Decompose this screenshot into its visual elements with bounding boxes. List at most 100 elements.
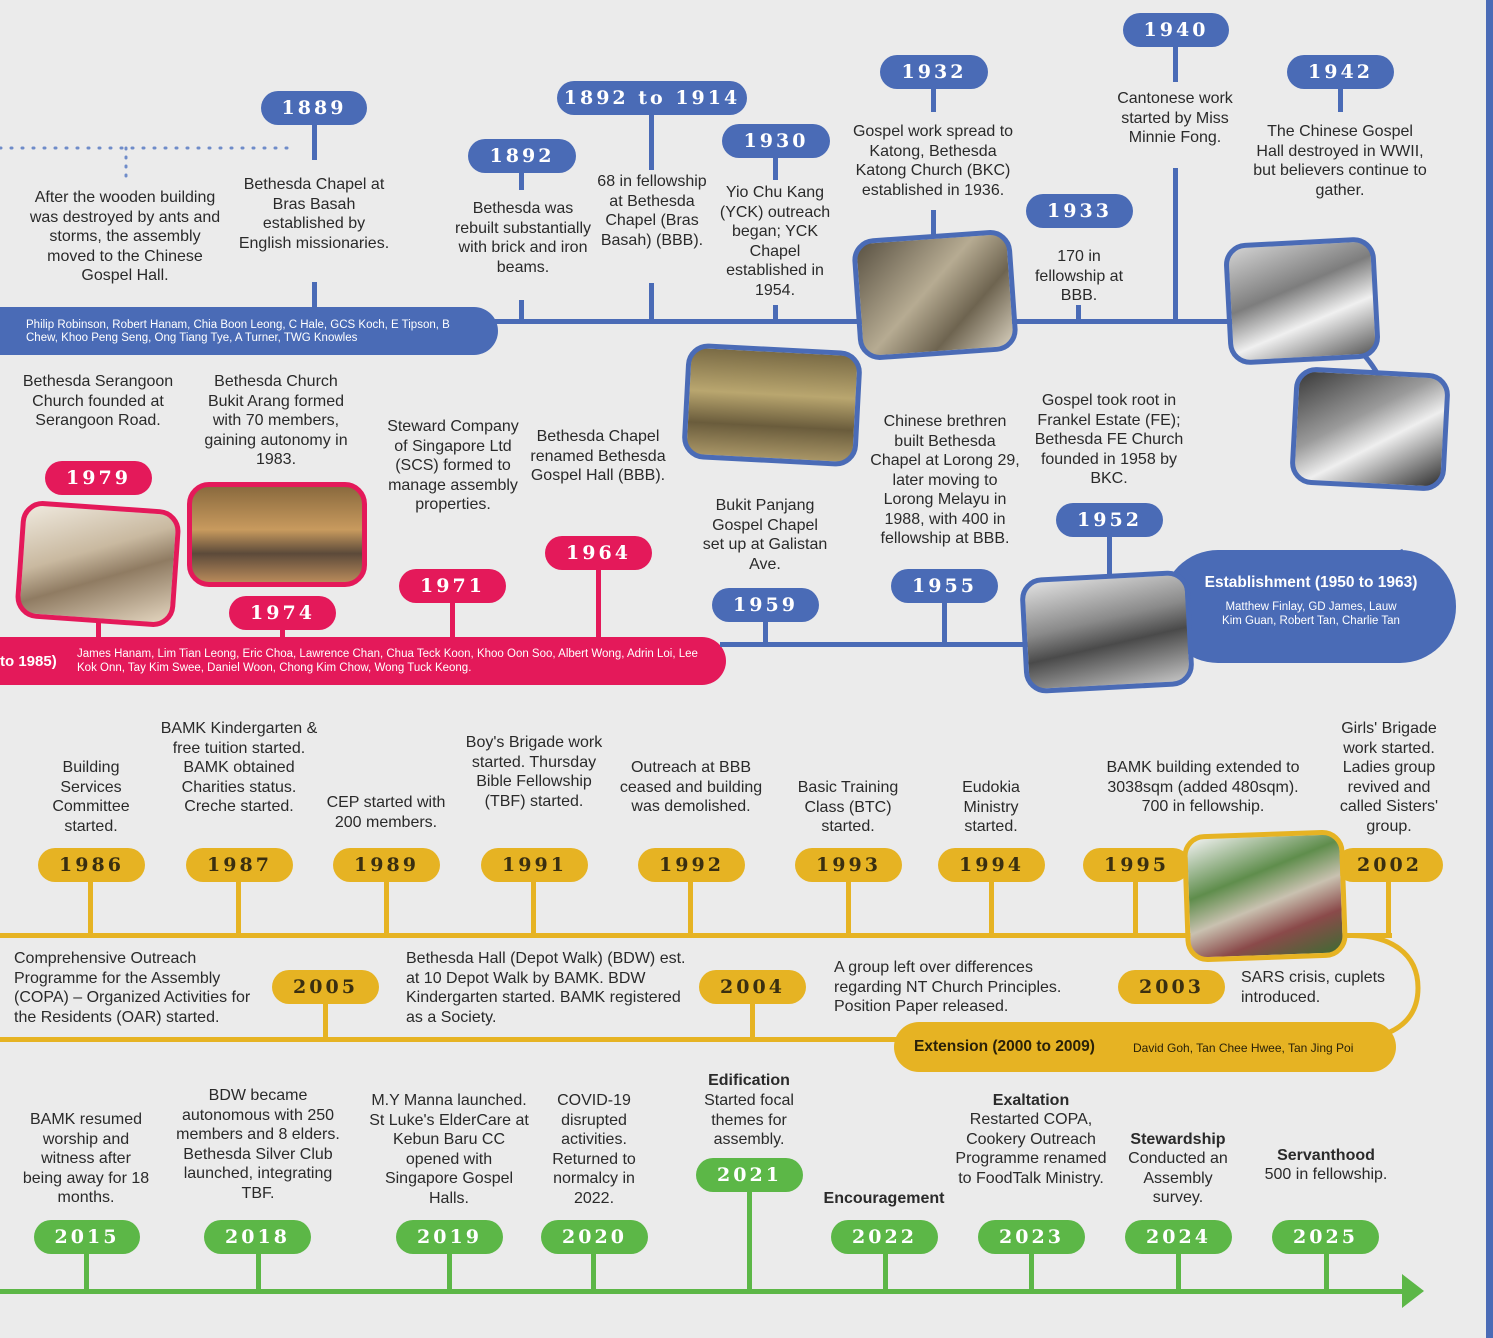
stem-1974 (280, 624, 285, 640)
year-pill-1987: 1987 (186, 848, 293, 882)
event-2003-sars: SARS crisis, cuplets introduced. (1241, 969, 1386, 1006)
stem-1986 (88, 878, 93, 936)
pink-era-band (0, 637, 726, 685)
year-pill-1889: 1889 (261, 91, 367, 125)
event-2015: BAMK resumed worship and witness after b… (22, 1111, 150, 1206)
event-2020: COVID-19 disrupted activities. Returned … (552, 1092, 636, 1207)
year-pill-2020: 2020 (541, 1220, 648, 1254)
mixed-blue-line (720, 642, 1040, 647)
event-1989: CEP started with 200 members. (326, 794, 446, 831)
year-pill-2021: 2021 (696, 1158, 803, 1192)
event-1959: Bukit Panjang Gospel Chapel set up at Ga… (702, 497, 828, 573)
event-1932: Gospel work spread to Katong, Bethesda K… (852, 123, 1014, 199)
establishment-badge (1162, 550, 1456, 663)
event-2023-heading: Exaltation (992, 1092, 1070, 1109)
photo-bukit-arang (187, 482, 367, 587)
stem-2002 (1386, 878, 1391, 936)
photo-believers-gather (1289, 365, 1451, 493)
year-pill-1971: 1971 (399, 569, 506, 603)
gold-upper-line (0, 933, 1392, 938)
year-pill-1993: 1993 (795, 848, 902, 882)
stem-1892 (519, 170, 524, 190)
stem-2018 (256, 1250, 261, 1292)
year-pill-2022: 2022 (831, 1220, 938, 1254)
stem-1942 (1338, 86, 1343, 112)
photo-serangoon-church (14, 499, 182, 629)
year-pill-2025: 2025 (1272, 1220, 1379, 1254)
year-pill-1994: 1994 (938, 848, 1045, 882)
event-2024-heading: Stewardship (1130, 1131, 1226, 1148)
event-1952: Gospel took root in Frankel Estate (FE);… (1034, 392, 1184, 487)
establishment-title: Establishment (1950 to 1963) (1204, 574, 1418, 591)
stem-1959 (763, 618, 768, 644)
event-1889: Bethesda Chapel at Bras Basah establishe… (238, 176, 390, 252)
event-1993: Basic Training Class (BTC) started. (797, 779, 899, 835)
event-1974: Bethesda Church Bukit Arang formed with … (204, 373, 348, 468)
blue-band-names: Philip Robinson, Robert Hanam, Chia Boon… (26, 319, 450, 344)
stem-1964 (596, 566, 601, 640)
event-2019: M.Y Manna launched. St Luke's ElderCare … (369, 1092, 529, 1207)
photo-katong-church (850, 228, 1020, 362)
stem-2004 (750, 1000, 755, 1040)
event-2021-heading: Edification (708, 1072, 790, 1089)
year-pill-2005: 2005 (272, 970, 379, 1004)
stem-1930b (773, 305, 778, 323)
year-pill-1955: 1955 (891, 569, 998, 603)
event-2022-heading: Encouragement (823, 1190, 945, 1207)
event-1971: Steward Company of Singapore Ltd (SCS) f… (387, 418, 519, 513)
blue-era-band (0, 307, 498, 355)
green-arrow-head (1402, 1274, 1424, 1308)
event-1992: Outreach at BBB ceased and building was … (619, 759, 763, 815)
event-2023: Restarted COPA, Cookery Outreach Program… (955, 1111, 1107, 1187)
stem-1991 (531, 878, 536, 936)
event-2021: Started focal themes for assembly. (704, 1092, 794, 1148)
stem-1979 (96, 620, 101, 640)
stem-1892-1914 (649, 112, 654, 170)
stem-1971 (450, 598, 455, 640)
year-pill-2004: 2004 (699, 970, 806, 1004)
event-1955: Chinese brethren built Bethesda Chapel a… (870, 413, 1020, 547)
event-2025-heading: Servanthood (1277, 1147, 1375, 1164)
year-pill-1989: 1989 (333, 848, 440, 882)
year-pill-1986: 1986 (38, 848, 145, 882)
stem-1930 (773, 154, 778, 180)
year-pill-1932: 1932 (880, 55, 988, 89)
stem-1932b (931, 210, 936, 238)
year-pill-1952: 1952 (1056, 503, 1163, 537)
gold-lower-line (0, 1037, 900, 1042)
year-pill-1979: 1979 (45, 461, 152, 495)
year-pill-1930: 1930 (722, 124, 830, 158)
stem-2005 (323, 1000, 328, 1040)
establishment-names: Matthew Finlay, GD James, Lauw Kim Guan,… (1222, 601, 1400, 627)
pink-band-names: James Hanam, Lim Tian Leong, Eric Choa, … (77, 648, 698, 674)
year-pill-2003: 2003 (1118, 970, 1225, 1004)
stem-1889b (312, 282, 317, 310)
year-pill-2023: 2023 (978, 1220, 1085, 1254)
stem-1987 (236, 878, 241, 936)
event-1933: 170 in fellowship at BBB. (1034, 248, 1124, 304)
event-1995: BAMK building extended to 3038sqm (added… (1106, 759, 1300, 815)
year-pill-1959: 1959 (712, 588, 819, 622)
stem-1994 (989, 878, 994, 936)
extension-title: Extension (2000 to 2009) (914, 1038, 1095, 1055)
event-2002: Girls' Brigade work started. Ladies grou… (1339, 720, 1439, 835)
event-1930: Yio Chu Kang (YCK) outreach began; YCK C… (719, 184, 831, 299)
dotted-connector (0, 146, 292, 186)
right-edge-strip (1486, 0, 1493, 1338)
stem-2024 (1176, 1250, 1181, 1292)
green-timeline-line (0, 1289, 1410, 1294)
stem-1992 (688, 878, 693, 936)
year-pill-2019: 2019 (396, 1220, 503, 1254)
event-1940: Cantonese work started by Miss Minnie Fo… (1117, 90, 1233, 146)
stem-1940b (1173, 168, 1178, 323)
stem-2023 (1029, 1250, 1034, 1292)
stem-1952 (1107, 534, 1112, 574)
photo-bamk-building (1181, 829, 1349, 963)
year-pill-1992: 1992 (638, 848, 745, 882)
extension-band (894, 1022, 1396, 1072)
stem-1932 (931, 86, 936, 112)
year-pill-1933: 1933 (1026, 194, 1133, 228)
event-1987: BAMK Kindergarten & free tuition started… (160, 720, 318, 815)
stem-1889 (312, 120, 317, 160)
event-1994: Eudokia Ministry started. (962, 779, 1020, 835)
